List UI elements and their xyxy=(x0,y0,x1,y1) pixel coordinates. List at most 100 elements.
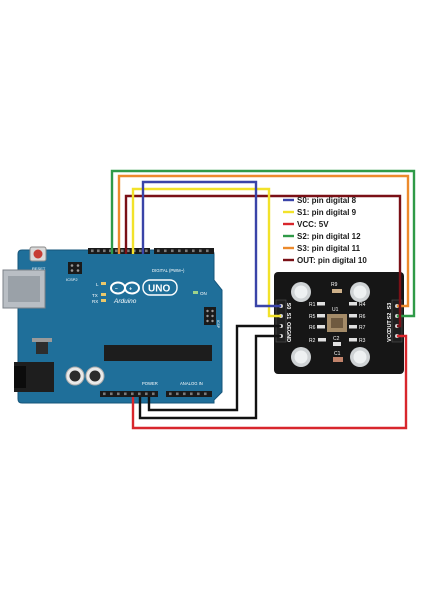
legend-item: OUT: pin digital 10 xyxy=(297,256,367,265)
svg-text:−: − xyxy=(115,286,118,292)
header-pin xyxy=(131,392,134,396)
header-pin xyxy=(117,392,120,396)
digital-pins xyxy=(91,249,209,253)
on-led xyxy=(193,291,198,294)
power-pins xyxy=(103,392,207,396)
tx-led xyxy=(101,293,106,296)
header-pin xyxy=(138,392,141,396)
capacitors xyxy=(65,366,105,386)
header-pin xyxy=(192,249,195,253)
legend-item: S1: pin digital 9 xyxy=(297,208,357,217)
white-leds xyxy=(291,282,370,367)
sensor-pin-label: GND xyxy=(285,330,291,342)
arduino-board: RESET ICSP2 DIGITAL (PWM~) L TX RX − + A… xyxy=(2,246,223,404)
on-label: ON xyxy=(200,291,207,296)
wire-s2-green xyxy=(110,169,416,318)
microcontroller-chip xyxy=(104,345,212,361)
brand-label: Arduino xyxy=(113,298,137,305)
uno-badge: UNO xyxy=(142,279,178,296)
header-pin xyxy=(115,249,118,253)
sensor-pin-label: S1 xyxy=(285,313,291,320)
header-pin xyxy=(190,392,193,396)
digital-label: DIGITAL (PWM~) xyxy=(152,268,185,273)
wire-s1-yellow xyxy=(131,187,281,318)
icsp-header xyxy=(204,307,216,325)
wire-oe-black xyxy=(147,324,281,412)
rx-led xyxy=(101,299,106,302)
wire-s3-orange xyxy=(117,174,410,308)
legend-item: S2: pin digital 12 xyxy=(297,232,361,241)
header-pin xyxy=(183,392,186,396)
analog-label: ANALOG IN xyxy=(180,381,203,386)
component-label: U1 xyxy=(332,307,339,313)
header-pin xyxy=(169,392,172,396)
component-label: R9 xyxy=(331,282,338,288)
header-pin xyxy=(152,392,155,396)
header-pin xyxy=(139,249,142,253)
header-pin xyxy=(121,249,124,253)
header-pin xyxy=(97,249,100,253)
header-pin xyxy=(204,392,207,396)
l-led-label: L xyxy=(96,282,99,287)
power-label: POWER xyxy=(142,381,158,386)
sensor-pin-label: S3 xyxy=(387,303,393,310)
wires xyxy=(110,169,416,430)
component-label: R6 xyxy=(359,314,366,320)
arduino-logo: − + xyxy=(110,281,140,295)
component-label: C2 xyxy=(333,336,340,342)
sensor-pin-label: S2 xyxy=(387,313,393,320)
icsp2-label: ICSP2 xyxy=(66,277,78,282)
sensor-pin-label: OE xyxy=(285,322,291,330)
header-pin xyxy=(171,249,174,253)
voltage-regulator xyxy=(36,342,48,354)
header-pin xyxy=(197,392,200,396)
header-pin xyxy=(110,392,113,396)
smd-resistors xyxy=(317,289,357,362)
wire-vcc-red xyxy=(131,334,408,430)
rx-label: RX xyxy=(92,299,98,304)
header-pin xyxy=(199,249,202,253)
icsp2-header xyxy=(68,262,82,274)
component-label: C1 xyxy=(334,351,341,357)
header-pin xyxy=(185,249,188,253)
component-label: R2 xyxy=(309,338,316,344)
component-label: R7 xyxy=(359,325,366,331)
sensor-pin-label: VCC xyxy=(387,330,393,342)
l-led xyxy=(101,282,106,285)
wire-out-darkred xyxy=(124,194,402,328)
header-pin xyxy=(127,249,130,253)
legend-item: VCC: 5V xyxy=(297,220,329,229)
reset-label: RESET xyxy=(32,266,46,271)
header-pin xyxy=(157,249,160,253)
tx-label: TX xyxy=(92,293,98,298)
power-header xyxy=(100,391,212,397)
header-pin xyxy=(206,249,209,253)
wire-s0-blue xyxy=(141,180,281,308)
header-pin xyxy=(103,392,106,396)
component-label: R4 xyxy=(359,302,366,308)
component-label: R1 xyxy=(309,302,316,308)
component-label: R6 xyxy=(309,325,316,331)
header-pin xyxy=(91,249,94,253)
svg-text:+: + xyxy=(129,287,132,293)
component-label: R5 xyxy=(309,314,316,320)
wire-gnd-black xyxy=(138,334,281,420)
component-label: R3 xyxy=(359,338,366,344)
sensor-pin-label: S0 xyxy=(285,303,291,310)
wire-legend: S0: pin digital 8 S1: pin digital 9 VCC: 5… xyxy=(283,196,367,265)
header-pin xyxy=(103,249,106,253)
header-pin xyxy=(145,249,148,253)
legend-item: S0: pin digital 8 xyxy=(297,196,357,205)
header-pin xyxy=(133,249,136,253)
header-pin xyxy=(178,249,181,253)
header-pin xyxy=(176,392,179,396)
header-pin xyxy=(145,392,148,396)
model-label: UNO xyxy=(148,284,170,295)
sensor-pin-label: OUT xyxy=(387,320,393,332)
icsp-label: ICSP xyxy=(216,320,220,329)
